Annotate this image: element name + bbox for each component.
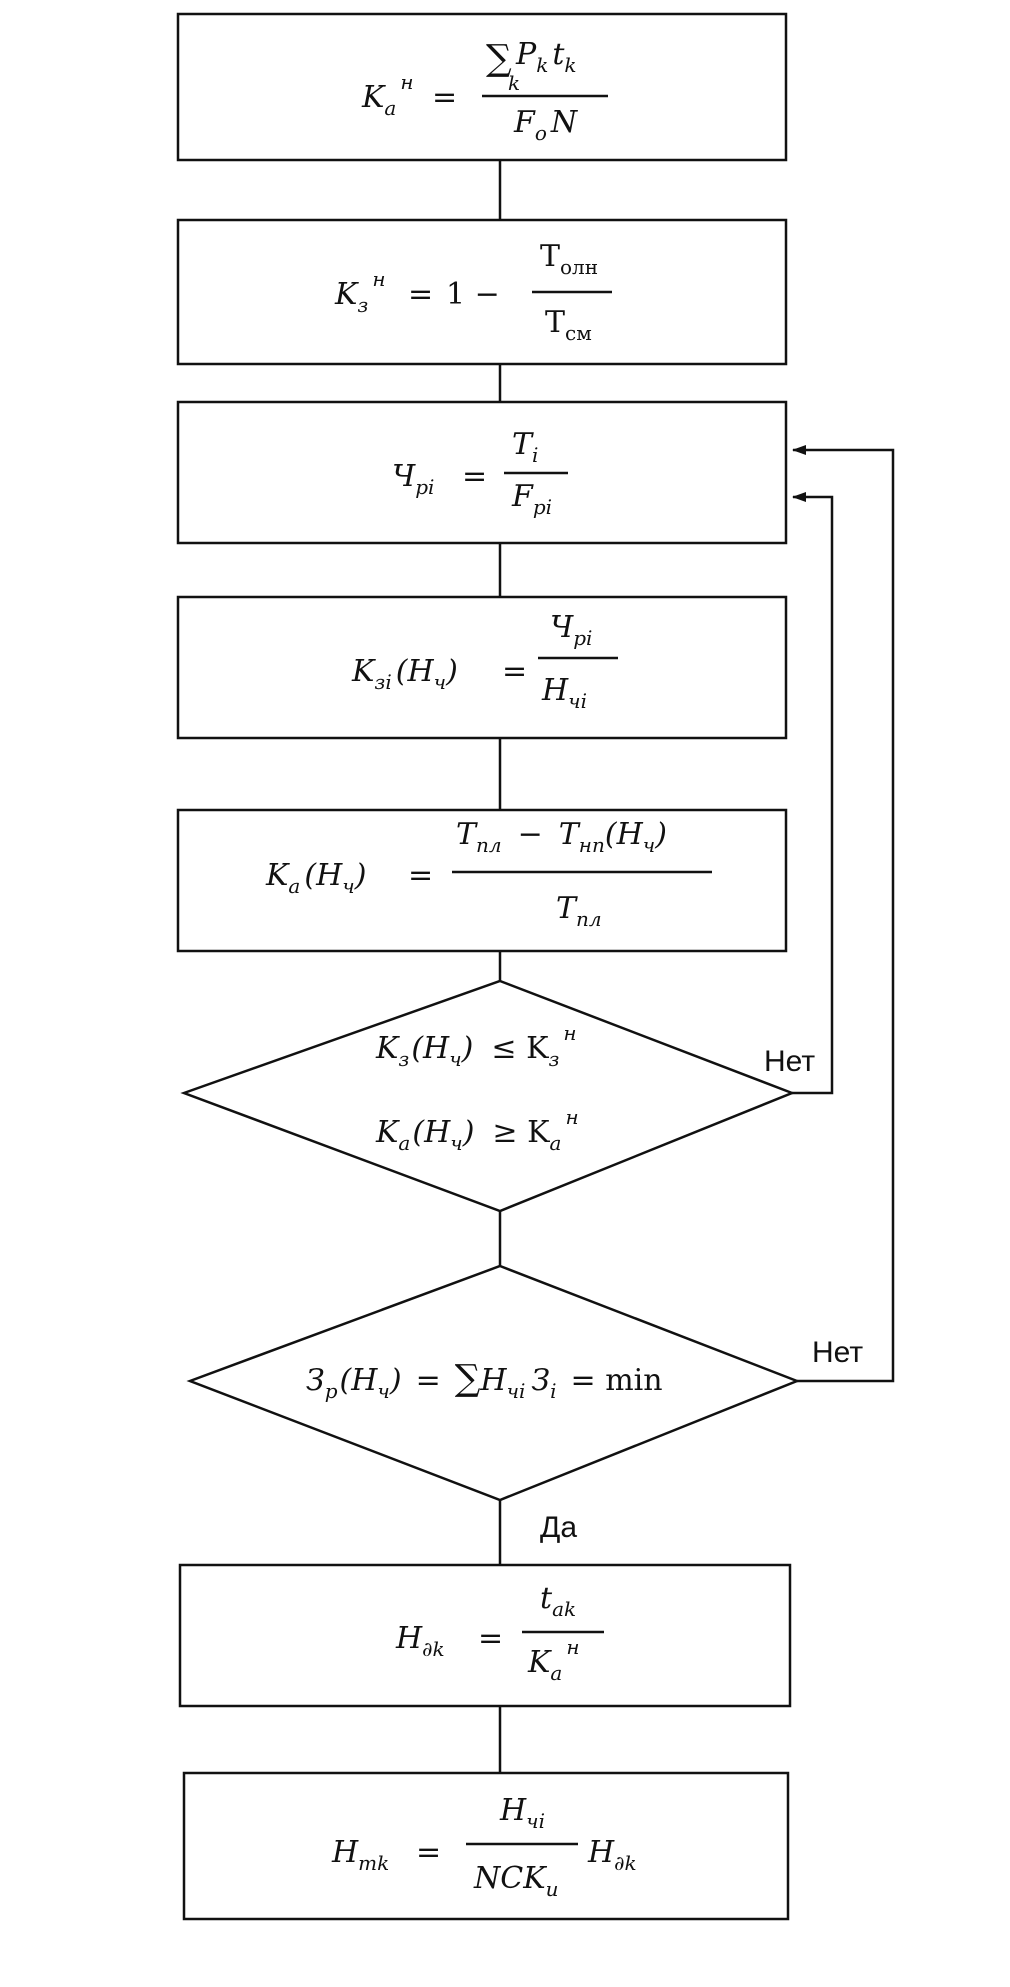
f2-lhs: Kзн — [334, 267, 386, 317]
label-no-2: Нет — [812, 1336, 863, 1369]
f3-lhs: Чpi — [392, 459, 434, 499]
label-yes: Да — [540, 1511, 577, 1544]
f1-sum: ∑ — [486, 38, 512, 79]
formula-kz-hch: Kзi(Hч) = Чpi Hчi — [351, 610, 618, 713]
formula-h-mk: Hmk = Hчi NCKu H∂k — [331, 1793, 637, 1901]
box-h-mk — [182, 1771, 790, 1921]
f5-eq: = — [408, 858, 433, 893]
decision-1-text: Kз(Hч)≤ Kзн Ka(Hч)≥ Kaн — [375, 1021, 579, 1155]
box-kz-hch — [176, 595, 788, 740]
f7-den: NCKu — [473, 1861, 559, 1901]
f6-den: Kaн — [527, 1635, 580, 1685]
f6-num: tak — [540, 1581, 576, 1621]
formula-ka-hch: Ka(Hч) = Tпл−Tнп(Hч) Tпл — [265, 817, 712, 931]
f2-den: Tсм — [545, 305, 592, 345]
f5-num: Tпл−Tнп(Hч) — [456, 817, 667, 857]
f7-num: Hчi — [499, 1793, 545, 1833]
formula-chp: Чpi = Ti Fpi — [392, 427, 568, 519]
no-loop-arrow-2 — [792, 445, 895, 1383]
box-kz-norm — [176, 218, 788, 366]
f4-den: Hчi — [541, 673, 587, 713]
d1-row1: Kз(Hч)≤ Kзн — [375, 1021, 577, 1071]
f7-lhs: Hmk — [331, 1835, 389, 1875]
f7-eq: = — [416, 1835, 441, 1870]
f3-den: Fpi — [511, 479, 552, 519]
f4-lhs: Kзi(Hч) — [351, 654, 458, 694]
f2-eq: = — [408, 277, 433, 312]
d1-row2: Ka(Hч)≥ Kaн — [375, 1105, 579, 1155]
box-ka-hch — [176, 808, 788, 953]
decision-coefficients — [180, 979, 796, 1213]
connectors — [498, 160, 895, 1773]
f4-eq: = — [502, 654, 527, 689]
f6-lhs: H∂k — [395, 1621, 445, 1661]
formula-kz-norm: Kзн = 1 − Tолн Tсм — [334, 239, 612, 345]
f1-lhs: Kaн — [361, 70, 414, 120]
box-chp — [176, 400, 788, 545]
f5-den: Tпл — [556, 891, 602, 931]
f2-one-minus: 1 − — [446, 277, 500, 312]
f7-tail: H∂k — [587, 1835, 637, 1875]
formula-h-dk: H∂k = tak Kaн — [395, 1581, 604, 1685]
f4-num: Чpi — [550, 610, 592, 650]
decision-min-cost — [186, 1264, 801, 1502]
no-loop-arrow-1 — [792, 492, 834, 1095]
box-h-dk — [178, 1563, 792, 1708]
f6-eq: = — [478, 1621, 503, 1656]
f3-num: Ti — [512, 427, 538, 467]
f3-eq: = — [462, 459, 487, 494]
f1-eq: = — [432, 80, 457, 115]
f5-lhs: Ka(Hч) — [265, 858, 366, 898]
box-ka-norm — [176, 12, 788, 162]
label-no-1: Нет — [764, 1045, 815, 1078]
f2-num: Tолн — [540, 239, 598, 279]
f1-sum-sub: k — [508, 71, 520, 95]
